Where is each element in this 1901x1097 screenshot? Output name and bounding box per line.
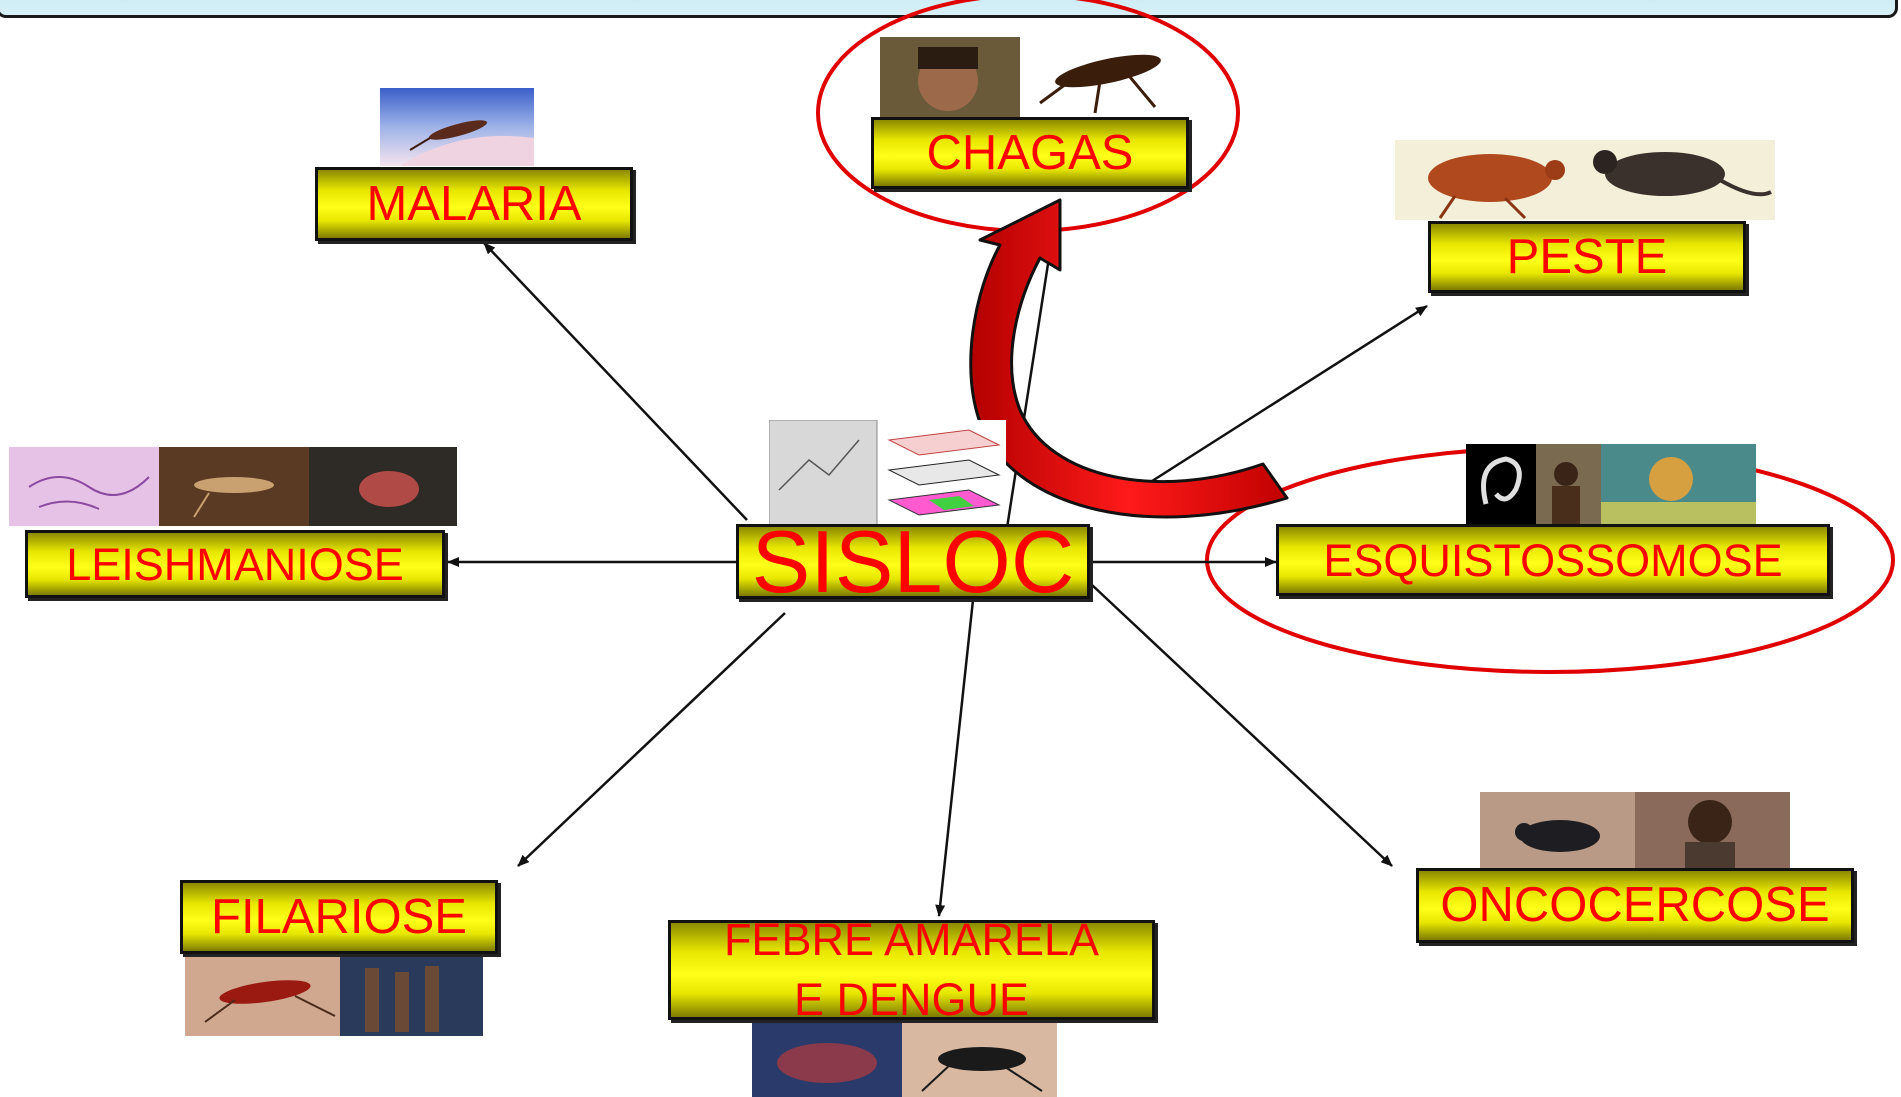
peste-label: PESTE — [1506, 229, 1668, 284]
leishmaniose-label: LEISHMANIOSE — [66, 538, 404, 590]
chagas-photo-icon — [880, 37, 1180, 117]
febre-label-line1: FEBRE AMARELA — [723, 914, 1100, 965]
oncocercose-label: ONCOCERCOSE — [1440, 878, 1830, 932]
malaria-label: MALARIA — [366, 176, 582, 231]
filariose-box: FILARIOSE — [180, 880, 498, 954]
chagas-box: CHAGAS — [871, 117, 1189, 189]
sisloc-gis-map-layers-icon — [769, 420, 1006, 525]
malaria-box: MALARIA — [315, 167, 633, 241]
arrow-to-febre — [935, 599, 975, 917]
chagas-label: CHAGAS — [926, 125, 1134, 180]
febre-label-line2: E DENGUE — [793, 974, 1030, 1025]
peste-photo-icon — [1395, 140, 1775, 220]
febre-box: FEBRE AMARELA E DENGUE — [668, 914, 1155, 1025]
big-curved-red-arrow — [969, 198, 1289, 519]
sisloc-label: SISLOC — [751, 511, 1075, 611]
arrow-to-malaria — [483, 242, 748, 521]
header-bar — [0, 0, 1898, 18]
esquistossomose-box: ESQUISTOSSOMOSE — [1276, 524, 1830, 596]
oncocercose-photo-icon — [1480, 792, 1790, 872]
arrow-to-peste — [1126, 304, 1428, 499]
filariose-photo-icon — [185, 956, 483, 1036]
esquistossomose-label: ESQUISTOSSOMOSE — [1323, 534, 1783, 586]
arrow-to-oncocercose — [1091, 584, 1393, 867]
peste-box: PESTE — [1428, 221, 1746, 293]
oncocercose-box: ONCOCERCOSE — [1416, 868, 1854, 943]
sisloc-box: SISLOC — [736, 517, 1090, 605]
esquistossomose-photo-icon — [1466, 444, 1756, 524]
febre-photo-icon — [752, 1023, 1057, 1097]
malaria-photo-icon — [380, 88, 534, 166]
filariose-label: FILARIOSE — [211, 889, 467, 944]
leishmaniose-photo-icon — [9, 447, 457, 526]
arrow-to-filariose — [517, 612, 786, 867]
leishmaniose-box: LEISHMANIOSE — [25, 530, 445, 598]
